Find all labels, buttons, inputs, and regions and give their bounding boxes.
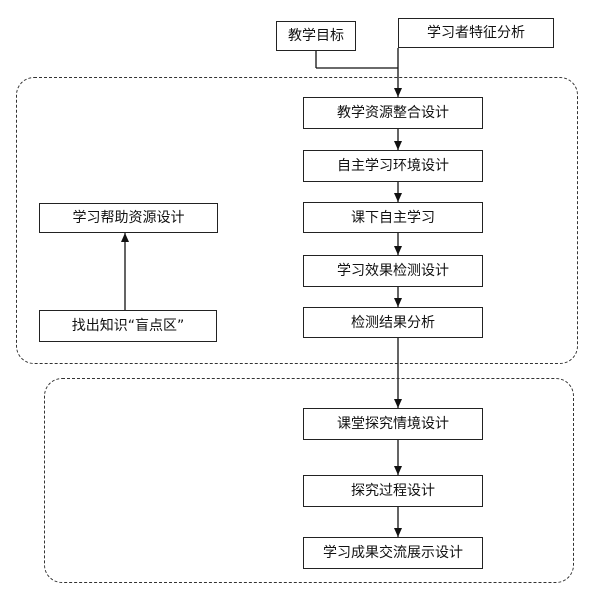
after-class-self-learning-box: 课下自主学习 xyxy=(303,202,483,233)
inquiry-process-design-label: 探究过程设计 xyxy=(351,483,435,499)
result-showcase-design-label: 学习成果交流展示设计 xyxy=(323,545,463,561)
self-learning-environment-box: 自主学习环境设计 xyxy=(303,150,483,182)
learner-analysis-box: 学习者特征分析 xyxy=(398,18,554,48)
classroom-inquiry-stage-group xyxy=(44,378,574,583)
inquiry-situation-design-box: 课堂探究情境设计 xyxy=(303,408,483,440)
find-blind-spots-box: 找出知识“盲点区” xyxy=(39,310,217,342)
inquiry-situation-design-label: 课堂探究情境设计 xyxy=(337,416,449,432)
learning-effect-detection-box: 学习效果检测设计 xyxy=(303,255,483,287)
help-resource-design-label: 学习帮助资源设计 xyxy=(72,210,185,226)
self-learning-stage-group xyxy=(16,77,578,364)
learning-effect-detection-label: 学习效果检测设计 xyxy=(337,263,449,279)
detection-result-analysis-label: 检测结果分析 xyxy=(351,314,435,331)
learner-analysis-label: 学习者特征分析 xyxy=(427,25,525,41)
after-class-self-learning-label: 课下自主学习 xyxy=(351,209,435,226)
find-blind-spots-label: 找出知识“盲点区” xyxy=(71,318,185,334)
detection-result-analysis-box: 检测结果分析 xyxy=(303,307,483,338)
resource-integration-box: 教学资源整合设计 xyxy=(303,97,483,129)
inquiry-process-design-box: 探究过程设计 xyxy=(303,475,483,507)
self-learning-environment-label: 自主学习环境设计 xyxy=(337,158,449,174)
resource-integration-label: 教学资源整合设计 xyxy=(337,105,449,121)
result-showcase-design-box: 学习成果交流展示设计 xyxy=(303,537,483,569)
help-resource-design-box: 学习帮助资源设计 xyxy=(39,203,218,233)
teaching-goal-label: 教学目标 xyxy=(288,28,344,44)
teaching-goal-box: 教学目标 xyxy=(276,21,356,51)
